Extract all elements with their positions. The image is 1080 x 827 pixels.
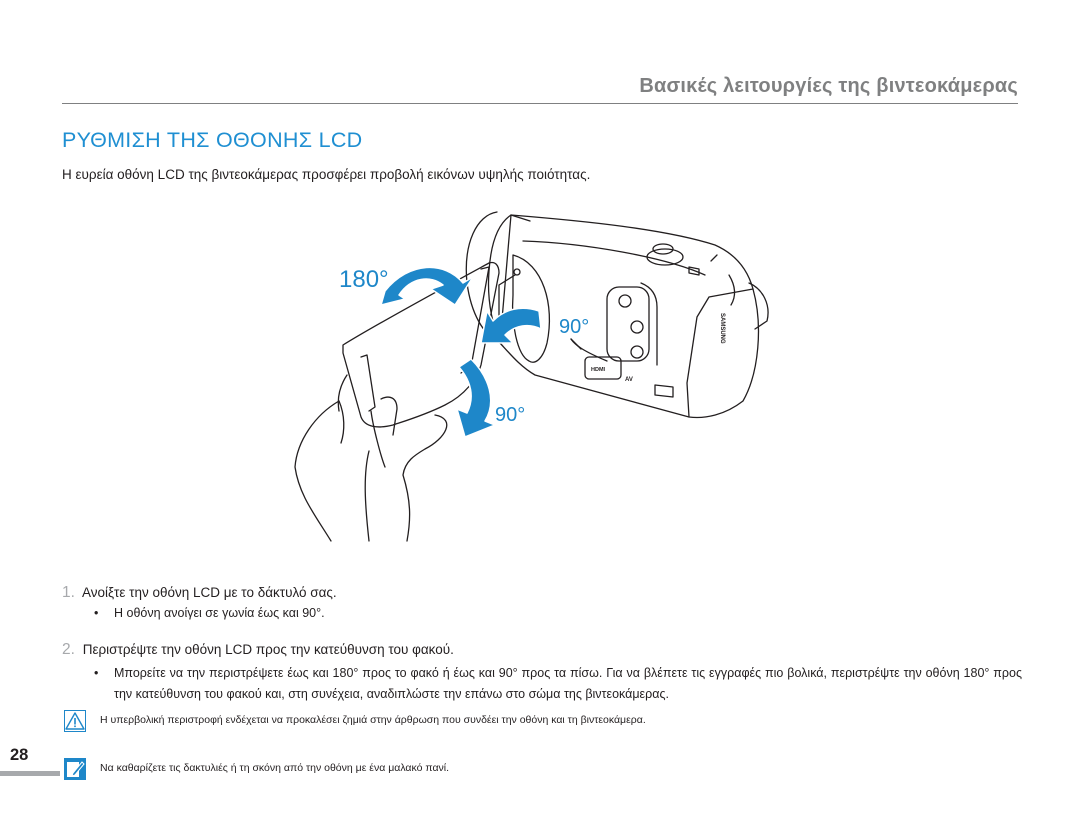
pencil-note-text: Να καθαρίζετε τις δακτυλιές ή τη σκόνη α… <box>100 762 450 774</box>
warning-note-text: Η υπερβολική περιστροφή ενδέχεται να προ… <box>100 714 646 726</box>
step-number: 2. <box>62 641 75 658</box>
bullet-dot: • <box>94 666 99 680</box>
rotate-90-bottom-arrow <box>456 358 496 438</box>
camcorder-lcd-illustration: HDMI AV SAMSUNG 180° 90° 90° <box>294 211 769 542</box>
note-pencil-icon <box>64 758 86 780</box>
step-number: 1. <box>62 584 75 601</box>
rotate-180-arrow <box>380 266 474 306</box>
angle-90-bottom-label: 90° <box>495 404 525 426</box>
port-hdmi-label: HDMI <box>591 367 606 373</box>
step-text: Ανοίξτε την οθόνη LCD με το δάκτυλό σας. <box>81 585 337 600</box>
step-2-bullet: • Μπορείτε να την περιστρέψετε έως και 1… <box>94 663 1022 705</box>
page-number-tab <box>0 771 60 776</box>
intro-text: Η ευρεία οθόνη LCD της βιντεοκάμερας προ… <box>62 167 591 182</box>
step-text: Περιστρέψτε την οθόνη LCD προς την κατεύ… <box>82 642 454 657</box>
section-title: ΡΥΘΜΙΣΗ ΤΗΣ ΟΘΟΝΗΣ LCD <box>62 128 363 152</box>
page-header-title: Βασικές λειτουργίες της βιντεοκάμερας <box>639 75 1018 97</box>
rotate-90-side-arrow <box>480 307 542 344</box>
step-2: 2. Περιστρέψτε την οθόνη LCD προς την κα… <box>62 641 454 659</box>
warning-icon <box>64 710 86 732</box>
angle-180-label: 180° <box>339 266 389 293</box>
step-1: 1. Ανοίξτε την οθόνη LCD με το δάκτυλό σ… <box>62 584 337 602</box>
bullet-text: Μπορείτε να την περιστρέψετε έως και 180… <box>114 666 1022 701</box>
brand-label: SAMSUNG <box>719 313 725 344</box>
page-number: 28 <box>10 746 29 764</box>
bullet-text: Η οθόνη ανοίγει σε γωνία έως και 90°. <box>114 606 325 620</box>
header-divider <box>62 103 1018 104</box>
port-av-label: AV <box>625 377 633 383</box>
angle-90-side-label: 90° <box>559 316 589 338</box>
step-1-bullet: • Η οθόνη ανοίγει σε γωνία έως και 90°. <box>94 606 325 620</box>
bullet-dot: • <box>94 606 99 620</box>
